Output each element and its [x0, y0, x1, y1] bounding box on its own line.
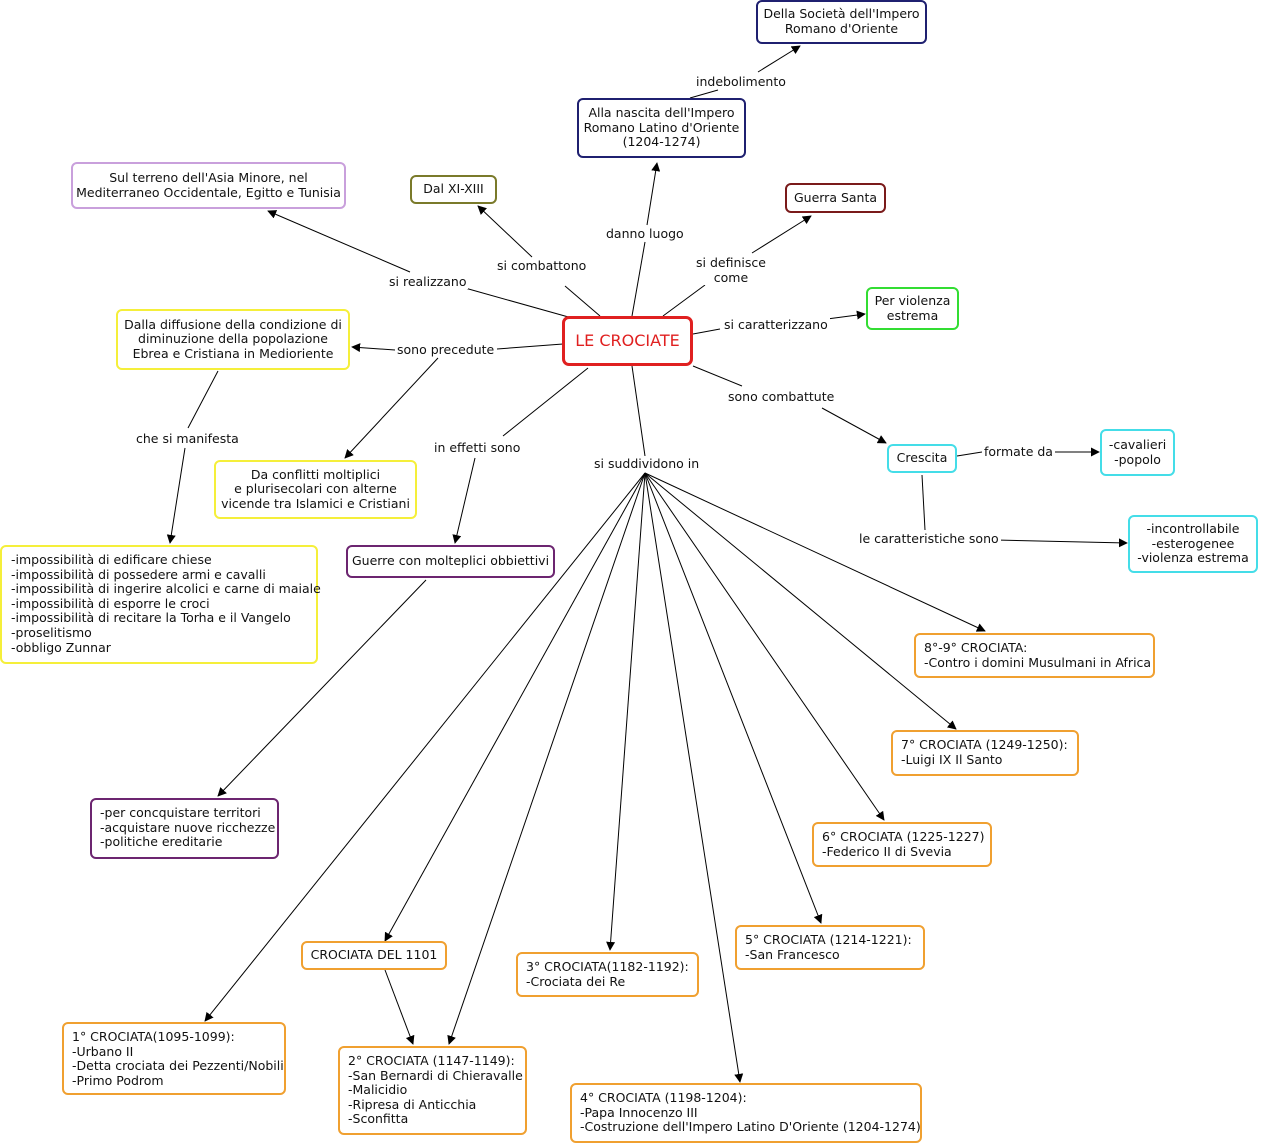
link-label-che-si-manifesta: che si manifesta	[134, 431, 241, 446]
node-crociata-1[interactable]: 1° CROCIATA(1095-1099): -Urbano II -Dett…	[62, 1022, 286, 1095]
node-crociata-5[interactable]: 5° CROCIATA (1214-1221): -San Francesco	[735, 925, 925, 970]
node-conflitti[interactable]: Da conflitti moltiplici e plurisecolari …	[214, 460, 417, 519]
node-impero-oriente[interactable]: Della Società dell'Impero Romano d'Orien…	[756, 0, 927, 44]
node-violenza[interactable]: Per violenza estrema	[866, 287, 959, 330]
node-crociata-6[interactable]: 6° CROCIATA (1225-1227) -Federico II di …	[812, 822, 992, 867]
node-periodo[interactable]: Dal XI-XIII	[410, 175, 497, 204]
node-guerra-santa[interactable]: Guerra Santa	[785, 183, 886, 213]
link-label-formate-da: formate da	[982, 444, 1055, 459]
link-label-si-definisce: si definisce come	[694, 255, 768, 285]
link-label-indebolimento: indebolimento	[694, 74, 788, 89]
node-caratteristiche[interactable]: -incontrollabile -esterogenee -violenza …	[1128, 515, 1258, 573]
node-crociata-2[interactable]: 2° CROCIATA (1147-1149): -San Bernardi d…	[338, 1046, 527, 1135]
node-impossibilita[interactable]: -impossibilità di edificare chiese -impo…	[0, 545, 321, 664]
link-label-si-combattono: si combattono	[495, 258, 589, 273]
node-crociata-1101[interactable]: CROCIATA DEL 1101	[301, 941, 447, 970]
node-composizione[interactable]: -cavalieri -popolo	[1100, 429, 1175, 476]
node-crociata-3[interactable]: 3° CROCIATA(1182-1192): -Crociata dei Re	[516, 952, 699, 997]
central-concept-node[interactable]: LE CROCIATE	[562, 316, 693, 366]
link-label-si-suddividono: si suddividono in	[592, 456, 702, 471]
link-label-sono-combattute: sono combattute	[726, 389, 837, 404]
node-obiettivi[interactable]: -per concquistare territori -acquistare …	[90, 798, 279, 859]
link-label-si-realizzano: si realizzano	[387, 274, 469, 289]
node-terreno[interactable]: Sul terreno dell'Asia Minore, nel Medite…	[71, 162, 346, 209]
node-diffusione[interactable]: Dalla diffusione della condizione di dim…	[116, 309, 350, 370]
node-crociata-8-9[interactable]: 8°-9° CROCIATA: -Contro i domini Musulma…	[914, 633, 1155, 678]
link-label-sono-precedute: sono precedute	[395, 342, 497, 357]
link-label-danno-luogo: danno luogo	[604, 226, 686, 241]
node-crociata-7[interactable]: 7° CROCIATA (1249-1250): -Luigi IX Il Sa…	[891, 730, 1079, 776]
node-guerre-obiettivi[interactable]: Guerre con molteplici obbiettivi	[346, 545, 555, 578]
link-label-caratteristiche-sono: le caratteristiche sono	[857, 531, 1001, 546]
node-crociata-4[interactable]: 4° CROCIATA (1198-1204): -Papa Innocenzo…	[570, 1083, 922, 1143]
node-crescita[interactable]: Crescita	[887, 444, 957, 473]
link-label-in-effetti-sono: in effetti sono	[432, 440, 523, 455]
link-label-si-caratterizzano: si caratterizzano	[722, 317, 830, 332]
node-impero-latino[interactable]: Alla nascita dell'Impero Romano Latino d…	[577, 98, 746, 158]
